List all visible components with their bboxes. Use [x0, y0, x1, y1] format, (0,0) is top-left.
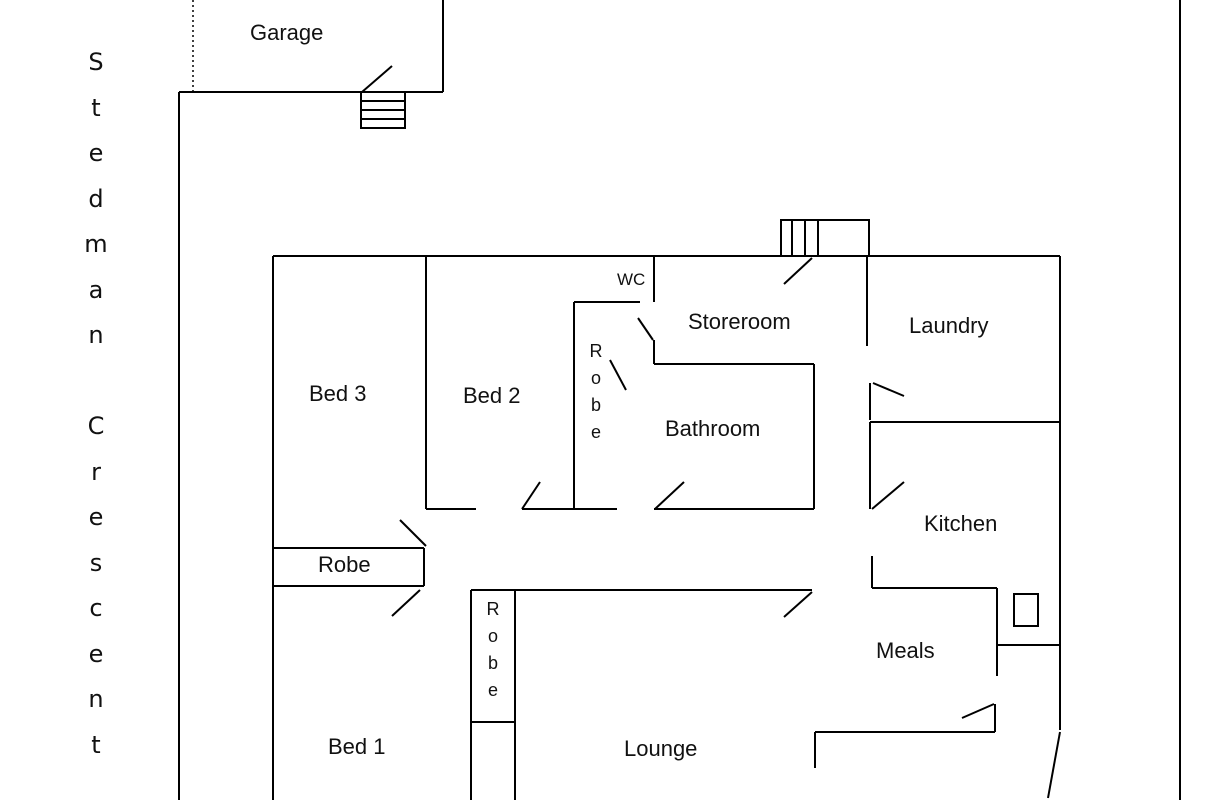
garage-door: [361, 65, 393, 93]
street-letter: d: [88, 184, 104, 213]
bathroom-door: [654, 481, 685, 510]
street-letter: C: [87, 412, 105, 440]
room-label-wc: WC: [617, 270, 646, 289]
street-letter: c: [89, 594, 103, 622]
street-name: S t e d m a n C r e s c e n t: [84, 40, 108, 768]
room-label-storeroom: Storeroom: [688, 309, 791, 334]
garage-steps: [360, 91, 406, 129]
street-letter: S: [88, 48, 104, 76]
wc-door: [637, 317, 654, 341]
robe-letter: b: [590, 395, 601, 415]
room-label-lounge: Lounge: [624, 736, 698, 761]
street-letter: e: [88, 639, 104, 668]
street-letter: t: [91, 93, 101, 122]
bed3-door: [399, 519, 427, 547]
room-label-garage: Garage: [250, 20, 324, 45]
room-label-bed2: Bed 2: [463, 383, 521, 408]
robe-letter: R: [589, 341, 603, 361]
robe2-door: [609, 359, 627, 391]
street-letter: e: [88, 503, 104, 531]
room-label-bed3: Bed 3: [309, 381, 367, 406]
robe-letter: e: [590, 422, 601, 442]
room-label-meals: Meals: [876, 638, 935, 663]
street-letter: m: [84, 230, 108, 258]
street-letter: a: [88, 275, 104, 304]
robe-label-lounge: R o b e: [484, 596, 502, 704]
rear-door: [783, 257, 813, 285]
room-label-bathroom: Bathroom: [665, 416, 761, 441]
robe-letter: o: [487, 626, 498, 646]
room-label-kitchen: Kitchen: [924, 511, 998, 536]
robe-letter: b: [487, 653, 498, 673]
fridge: [1013, 593, 1039, 627]
street-letter: s: [89, 548, 103, 577]
kitchen-door: [871, 481, 905, 510]
room-label-laundry: Laundry: [909, 313, 989, 338]
street-letter: n: [88, 321, 104, 349]
street-letter: r: [91, 457, 101, 486]
bed1-door: [391, 589, 421, 617]
robe-letter: R: [486, 599, 500, 619]
front-door: [1047, 731, 1061, 799]
room-label-robe: Robe: [318, 552, 371, 577]
room-label-bed1: Bed 1: [328, 734, 386, 759]
street-letter: e: [88, 139, 104, 167]
robe-letter: e: [487, 680, 498, 700]
street-letter: t: [91, 730, 101, 759]
meals-door: [961, 703, 995, 719]
robe-label-bed2: R o b e: [587, 338, 605, 446]
laundry-door: [872, 382, 905, 397]
lounge-door: [783, 591, 813, 618]
robe-letter: o: [590, 368, 601, 388]
rear-steps: [780, 219, 870, 257]
street-letter: n: [88, 685, 104, 713]
bed2-door: [521, 481, 541, 510]
